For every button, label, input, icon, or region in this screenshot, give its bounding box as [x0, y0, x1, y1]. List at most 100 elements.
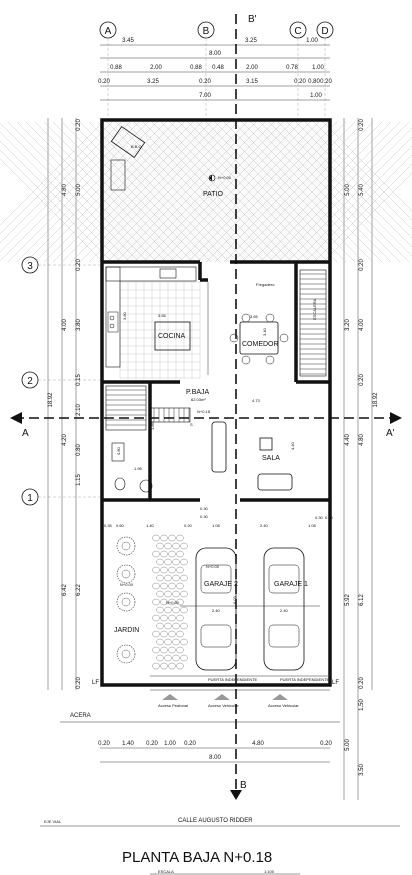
dim-left-015: 0.15 — [76, 374, 82, 386]
garaje1-label: GARAJE 1 — [274, 581, 308, 588]
dim-right-350: 3.50 — [359, 764, 365, 776]
level-jardin2: N+0.00 — [166, 600, 180, 605]
comedor-label: COMEDOR — [242, 341, 279, 348]
bdim-total: 8.00 — [209, 755, 221, 761]
dim-left-642: 6.42 — [62, 584, 68, 596]
dim-right-540: 5.40 — [359, 184, 365, 196]
acceso-peatonal: Acceso Peatonal — [158, 703, 188, 708]
dim-right-total: 18.92 — [373, 392, 379, 408]
patio-level: N+0.00 — [218, 175, 232, 180]
dim-240b: 2.40 — [280, 608, 289, 613]
axis-3: 3 — [27, 261, 33, 272]
comedor-dim2: 3.40 — [262, 327, 267, 336]
axis-2: 2 — [27, 376, 33, 387]
axis-1: 1 — [27, 493, 33, 504]
dining: COMEDOR 3.65 3.40 ESCALERA — [207, 269, 327, 377]
dim-left-020a: 0.20 — [76, 119, 82, 131]
cut-b-prime-label: B' — [248, 14, 257, 25]
dim-top-5a: 7.00 — [199, 93, 211, 99]
area-label: 62.03m² — [191, 397, 206, 402]
dim-right-500b: 5.00 — [345, 739, 351, 751]
dim-left-020b: 0.20 — [76, 259, 82, 271]
dim-195: 1.95 — [134, 466, 143, 471]
dim-top-3f: 0.78 — [286, 65, 298, 71]
dim-right-612: 6.12 — [359, 594, 365, 606]
dim-top-3g: 1.00 — [312, 65, 324, 71]
section-cut-lines: A A' B — [10, 14, 402, 800]
level-marker-icon — [208, 174, 216, 182]
escala-label: ESCALA — [158, 869, 174, 874]
dim-left-020c: 0.20 — [76, 677, 82, 689]
dim-top-4a: 0.20 — [98, 79, 110, 85]
bdim-5: 4.80 — [252, 741, 264, 747]
patio-label: PATIO — [203, 191, 224, 198]
dim-top-3d: 0.48 — [212, 65, 224, 71]
dim-top-5b: 1.00 — [310, 93, 322, 99]
patio-area — [0, 121, 412, 263]
bottom-dimensions: 0.20 1.40 0.20 1.00 0.20 4.80 0.20 8.00 — [98, 741, 332, 763]
axis-markers-top: A B C D B' — [99, 14, 334, 39]
exterior-walls — [100, 118, 332, 687]
dim-right-592: 5.92 — [345, 594, 351, 606]
eje-vial-label: EJE VIAL — [44, 819, 62, 824]
bathroom: 0.80 1.95 — [111, 442, 153, 493]
lot-label2: PUERTA INDEPENDIENTE — [280, 677, 330, 682]
stairs-s-label: S — [190, 422, 193, 427]
dim-right-440: 4.40 — [345, 434, 351, 446]
dim-left-500: 5.00 — [76, 184, 82, 196]
mid-dim-b1: 0.30 — [200, 514, 209, 519]
bbq: B.B.Q — [110, 126, 146, 191]
dim-top-1b: 3.25 — [245, 38, 257, 44]
dim-left-210: 2.10 — [76, 404, 82, 416]
p-baja-label: P.BAJA — [186, 389, 210, 396]
dim-left-400: 4.00 — [62, 319, 68, 331]
dim-left-420: 4.20 — [62, 434, 68, 446]
garage: GARAJE 2 GARAJE 1 N+0.00 2.40 2.40 6.03 — [180, 547, 320, 671]
dim-left-480: 4.80 — [62, 184, 68, 196]
dim-top-2: 8.00 — [209, 51, 221, 57]
living-room: SALA 4.40 — [211, 421, 295, 491]
right-dimensions: 5.00 5.40 4.00 3.20 4.40 4.80 5.92 6.12 … — [343, 118, 379, 800]
dim-right-020b: 0.20 — [359, 259, 365, 271]
axis-b: B — [203, 26, 210, 37]
mid-dim-a4: 1.08 — [212, 523, 221, 528]
dim-top-4c: 0.20 — [199, 79, 211, 85]
top-dimensions: 3.45 3.25 1.00 8.00 0.88 2.00 0.88 0.48 … — [98, 38, 332, 101]
kitchen: COCINA 3.55 3.80 Fregadero — [105, 266, 275, 379]
dim-right-320: 3.20 — [345, 319, 351, 331]
mid-dim-a0: 0.35 — [104, 523, 113, 528]
dim-top-1a: 3.45 — [122, 38, 134, 44]
garaje2-label: GARAJE 2 — [204, 581, 238, 588]
bbq-label: B.B.Q — [131, 144, 142, 149]
dim-185: 1.85 — [150, 421, 155, 430]
acera-label: ACERA — [70, 713, 91, 719]
dim-left-080: 0.80 — [76, 444, 82, 456]
lot-label1: PUERTA INDEPENDIENTE — [208, 677, 258, 682]
cocina-dim1: 3.55 — [158, 313, 167, 318]
street: EJE VIAL CALLE AUGUSTO RIDDER — [40, 818, 400, 827]
bdim-2: 0.20 — [146, 741, 158, 747]
dim-240a: 2.40 — [212, 608, 221, 613]
dim-top-3b: 2.00 — [150, 65, 162, 71]
plan-title: PLANTA BAJA N+0.18 — [122, 849, 272, 866]
mid-dim-a5: 2.40 — [260, 523, 269, 528]
dim-473: 4.73 — [252, 398, 261, 403]
level-garage: N+0.00 — [206, 564, 220, 569]
mid-dim-a7: 0.30 — [315, 515, 324, 520]
dim-top-4b: 3.25 — [147, 79, 159, 85]
bdim-1: 1.40 — [122, 741, 134, 747]
sala-label: SALA — [262, 455, 280, 462]
dim-top-1c: 1.00 — [306, 38, 318, 44]
sala-dim: 4.40 — [290, 441, 295, 450]
bdim-0: 0.20 — [98, 741, 110, 747]
dim-top-3a: 0.88 — [110, 65, 122, 71]
dim-right-150: 1.50 — [359, 699, 365, 711]
jardin-label: JARDIN — [114, 627, 139, 634]
axis-markers-left: 3 2 1 — [21, 256, 39, 506]
dim-left-115: 1.15 — [76, 474, 82, 486]
axis-grid-lines — [38, 38, 326, 498]
comedor-dim1: 3.65 — [250, 314, 259, 319]
mid-dim-b0: 0.30 — [200, 506, 209, 511]
title-block: PLANTA BAJA N+0.18 ESCALA 1:100 — [122, 849, 300, 875]
